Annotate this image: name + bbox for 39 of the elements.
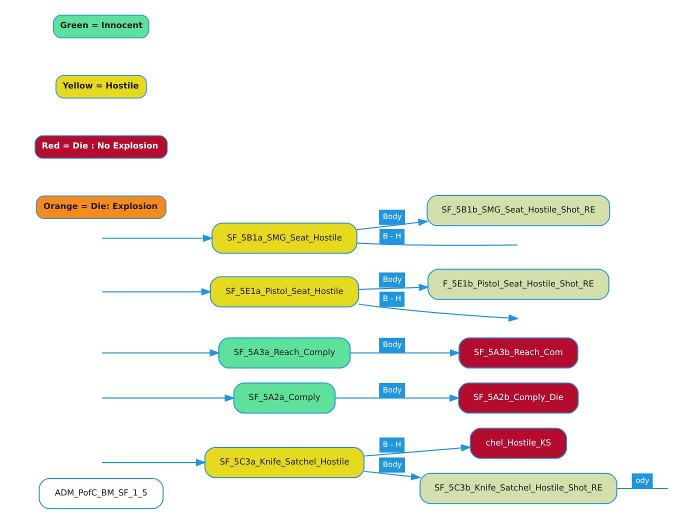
arrow <box>102 394 235 402</box>
legend-label: Green = Innocent <box>60 20 142 30</box>
arrow <box>102 349 220 357</box>
node-box: SF_5B1b_SMG_Seat_Hostile_Shot_RE <box>426 195 610 226</box>
node-box: SF_5A2b_Comply_Die <box>458 382 578 414</box>
arrow <box>350 349 460 357</box>
arrow <box>364 444 472 457</box>
edge-label: ody <box>635 476 649 485</box>
node-box: SF_5A3b_Reach_Com <box>458 337 578 368</box>
node-box: SF_5A3a_Reach_Comply <box>218 337 350 368</box>
arrow <box>358 284 429 292</box>
node-box: SF_5B1a_SMG_Seat_Hostile <box>211 222 357 254</box>
edge-label: Body <box>382 212 402 222</box>
arrow <box>356 218 428 230</box>
node-box: SF_5C3a_Knife_Satchel_Hostile <box>204 446 364 478</box>
node-box: F_5E1b_Pistol_Seat_Hostile_Shot_RE <box>427 268 609 300</box>
node-box: SF_5A2a_Comply <box>232 382 336 414</box>
arrow <box>102 458 206 466</box>
edge-label: Body <box>382 274 402 284</box>
connector <box>616 488 668 490</box>
arrow <box>102 234 213 242</box>
arrow <box>358 304 519 322</box>
node-box: SF_5E1a_Pistol_Seat_Hostile <box>209 276 359 308</box>
edge-label: B - H <box>382 440 401 449</box>
node-box: SF_5C3b_Knife_Satchel_Hostile_Shot_RE <box>419 472 617 504</box>
edge-label: B - H <box>382 231 401 240</box>
legend-label: Yellow = Hostile <box>62 80 138 90</box>
edge-label: Body <box>382 340 402 350</box>
legend-label: Orange = Die: Explosion <box>42 200 158 211</box>
edge-label: Body <box>382 385 402 394</box>
arrow <box>364 470 422 480</box>
connector <box>356 242 518 246</box>
edge-label: B - H <box>382 294 401 304</box>
edge-label: Body <box>382 460 402 469</box>
arrow <box>334 394 460 402</box>
node-box: ADM_PofC_BM_SF_1_5 <box>38 478 164 510</box>
legend-label: Red = Die : No Explosion <box>41 140 158 151</box>
arrow <box>102 288 212 296</box>
node-box: chel_Hostile_KS <box>469 428 567 459</box>
